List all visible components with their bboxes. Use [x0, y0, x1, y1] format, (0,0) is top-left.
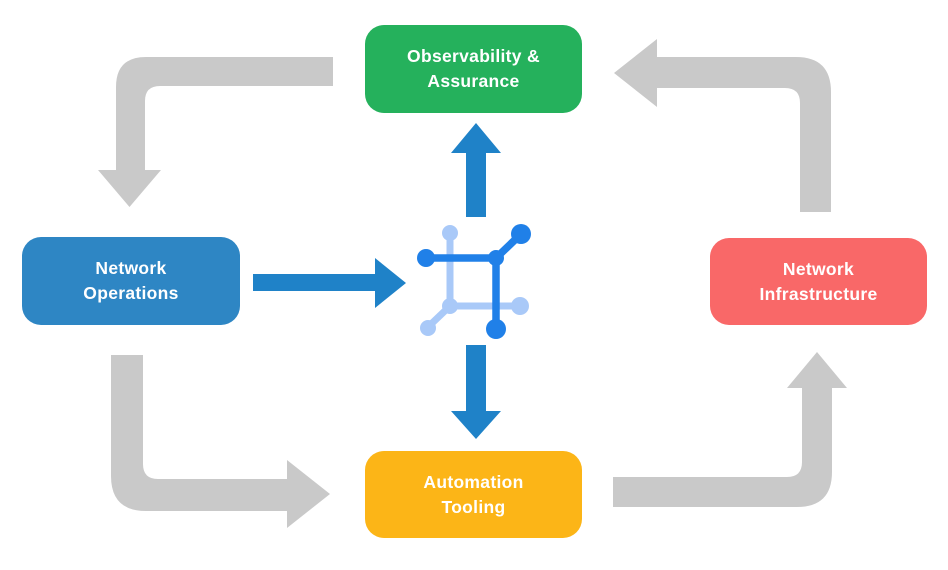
- icon-light-right-node: [511, 297, 529, 315]
- arrow-center-to-automation: [451, 345, 501, 439]
- icon-dark-left-node: [417, 249, 435, 267]
- arrow-infrastructure-to-observability: [614, 39, 831, 212]
- node-automation-tooling: Automation Tooling: [365, 451, 582, 538]
- arrow-operations-to-center: [253, 258, 406, 308]
- icon-light-bottom-left-node: [420, 320, 436, 336]
- node-observability-assurance: Observability & Assurance: [365, 25, 582, 113]
- icon-light-junction-node: [442, 298, 458, 314]
- icon-dark-top-right-node: [511, 224, 531, 244]
- arrow-observability-to-operations: [98, 57, 333, 207]
- icon-light-top-node: [442, 225, 458, 241]
- node-network-operations: Network Operations: [22, 237, 240, 325]
- icon-dark-bottom-node: [486, 319, 506, 339]
- icon-dark-junction-node: [488, 250, 504, 266]
- node-network-infrastructure: Network Infrastructure: [710, 238, 927, 325]
- arrow-automation-to-infrastructure: [613, 352, 847, 507]
- arrow-operations-to-automation: [111, 355, 330, 528]
- arrow-center-to-observability: [451, 123, 501, 217]
- network-automation-icon: [417, 224, 531, 339]
